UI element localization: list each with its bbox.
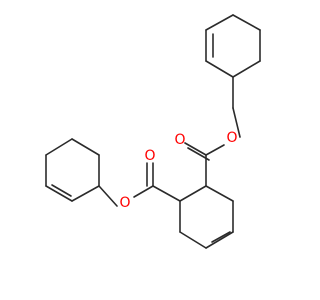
oxygen-carbonyl-lower: O	[144, 148, 155, 164]
lower-cyclohexenyl-ring	[45, 138, 100, 202]
ring-double-bond	[211, 231, 231, 243]
lower-ring-double-bond	[51, 184, 72, 197]
structure-canvas: O O O O	[45, 14, 261, 249]
lower-ester-group	[98, 162, 181, 207]
oxygen-carbonyl-upper: O	[174, 132, 185, 148]
oxygen-ester-upper: O	[226, 130, 237, 146]
molecule-drawing: O O O O	[45, 14, 261, 249]
upper-cyclohexenyl-ring	[205, 14, 261, 109]
oxygen-ester-lower: O	[119, 195, 130, 211]
central-cyclohexene-ring	[179, 185, 234, 249]
upper-ester-group	[184, 107, 241, 187]
